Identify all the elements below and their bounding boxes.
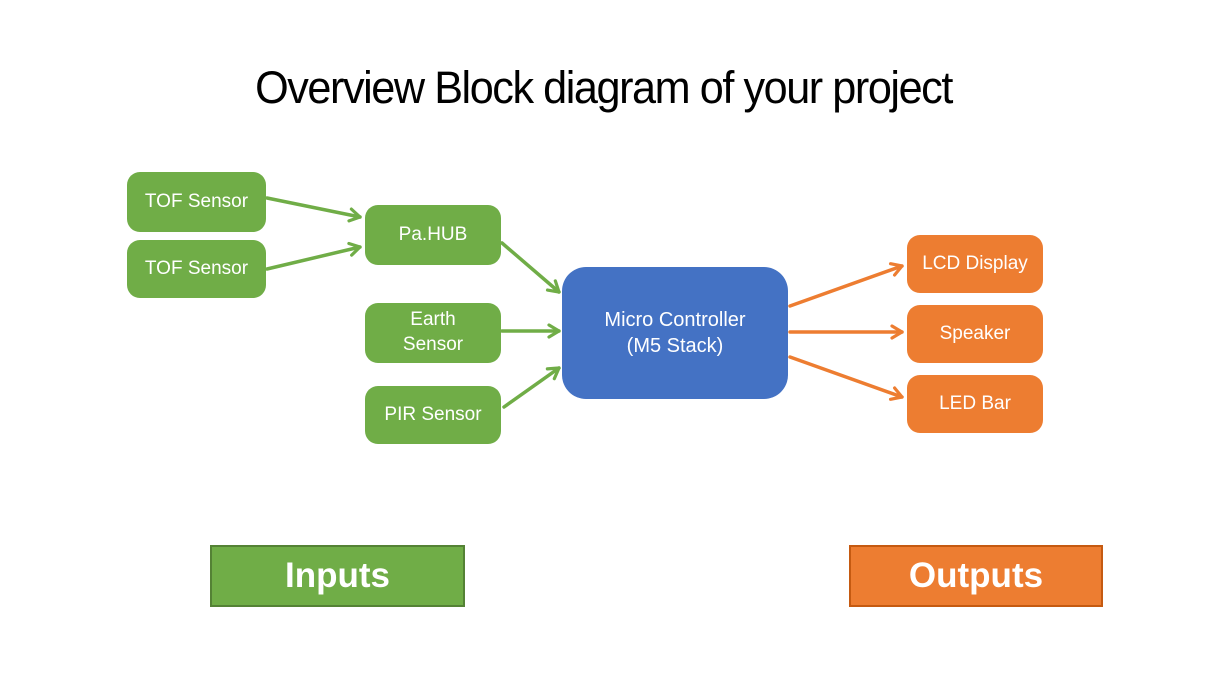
- node-micro-controller: Micro Controller (M5 Stack): [562, 267, 788, 399]
- outputs-legend-label: Outputs: [849, 545, 1103, 607]
- connector-mcu-to-lcd: [788, 262, 904, 308]
- node-tof-sensor-2: TOF Sensor: [127, 240, 266, 298]
- node-pahub: Pa.HUB: [365, 205, 501, 265]
- node-speaker: Speaker: [907, 305, 1043, 363]
- connector-pahub-to-mcu: [500, 241, 561, 294]
- node-tof-sensor-1: TOF Sensor: [127, 172, 266, 232]
- connector-pir-to-mcu: [502, 366, 561, 409]
- node-earth-sensor: Earth Sensor: [365, 303, 501, 363]
- inputs-legend-label: Inputs: [210, 545, 465, 607]
- connector-tof1-to-pahub: [265, 196, 362, 223]
- connector-tof2-to-pahub: [265, 241, 362, 271]
- node-lcd-display: LCD Display: [907, 235, 1043, 293]
- connector-mcu-to-led: [788, 355, 904, 401]
- node-pir-sensor: PIR Sensor: [365, 386, 501, 444]
- slide-title: Overview Block diagram of your project: [255, 62, 953, 113]
- node-led-bar: LED Bar: [907, 375, 1043, 433]
